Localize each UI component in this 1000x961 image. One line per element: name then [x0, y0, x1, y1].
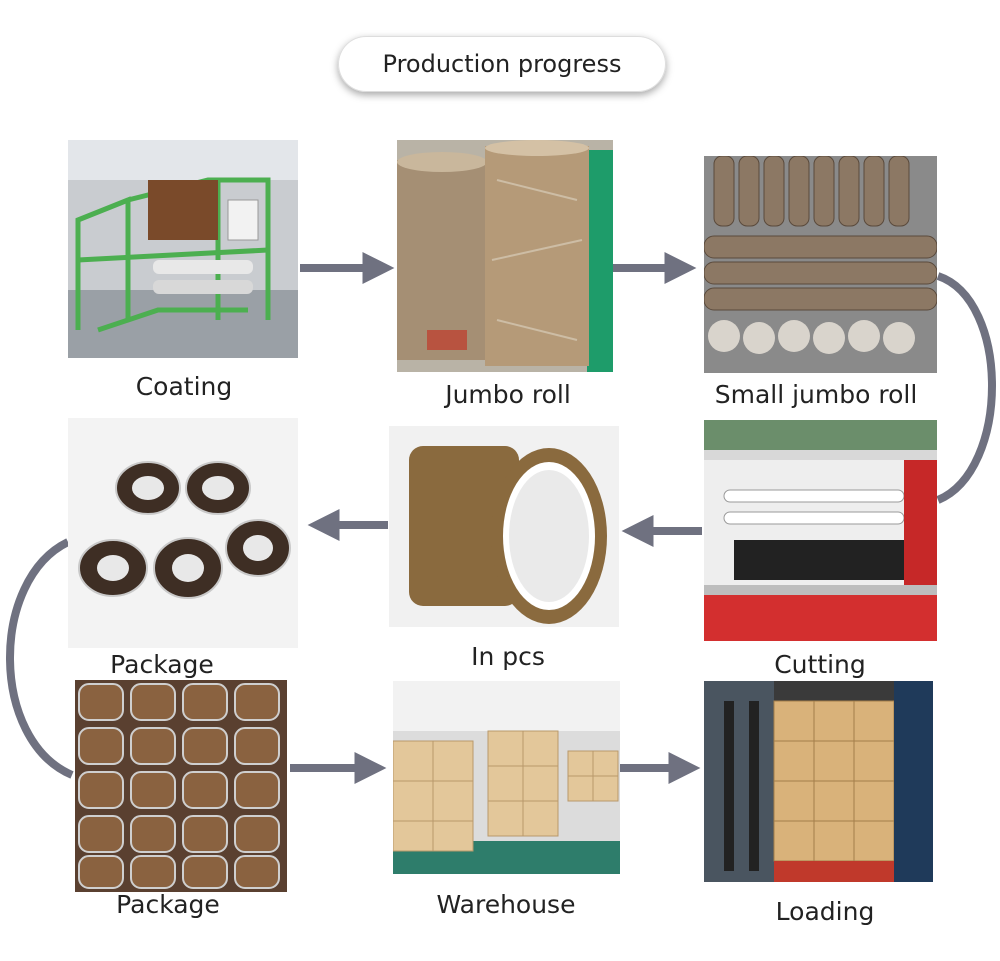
bagged-rolls-photo	[75, 680, 287, 892]
jumbo-roll-photo	[397, 140, 613, 372]
title-pill: Production progress	[338, 36, 666, 92]
small-jumbo-roll-photo	[704, 156, 937, 373]
step-label-package-1: Package	[110, 650, 214, 679]
step-label-package-2: Package	[116, 890, 220, 919]
coating-machine-photo	[68, 140, 298, 358]
page-title: Production progress	[382, 50, 622, 78]
step-label-jumbo-roll: Jumbo roll	[445, 380, 571, 409]
step-label-in-pcs: In pcs	[471, 642, 545, 671]
step-label-small-jumbo-roll: Small jumbo roll	[714, 380, 918, 409]
tape-roll-photo	[389, 426, 619, 627]
loading-truck-photo	[704, 681, 933, 882]
curve-package-to-package	[6, 538, 74, 779]
cutting-machine-photo	[704, 420, 937, 641]
warehouse-photo	[393, 681, 620, 874]
step-label-coating: Coating	[135, 372, 233, 401]
curve-small-to-cutting	[936, 272, 996, 504]
step-label-cutting: Cutting	[774, 650, 866, 679]
packaged-rolls-photo	[68, 418, 298, 648]
step-label-loading: Loading	[775, 897, 875, 926]
step-label-warehouse: Warehouse	[436, 890, 576, 919]
